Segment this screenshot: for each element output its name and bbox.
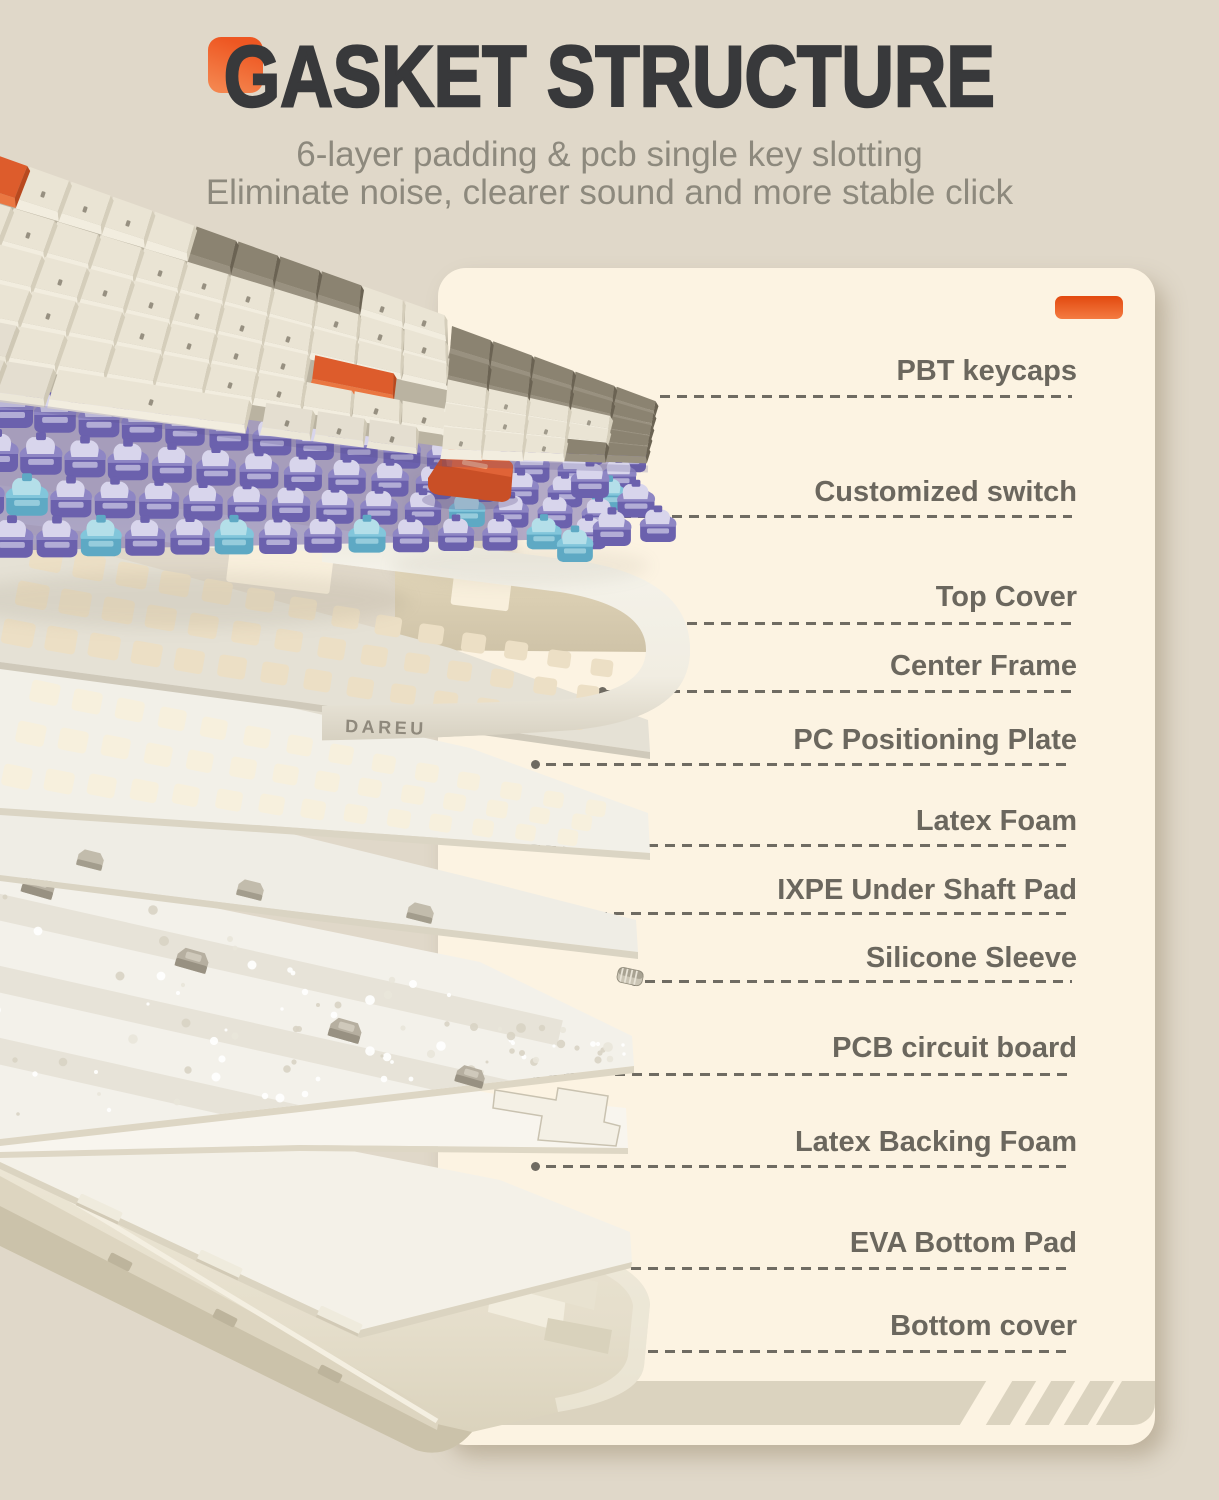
svg-text:DAREU: DAREU bbox=[345, 716, 427, 739]
